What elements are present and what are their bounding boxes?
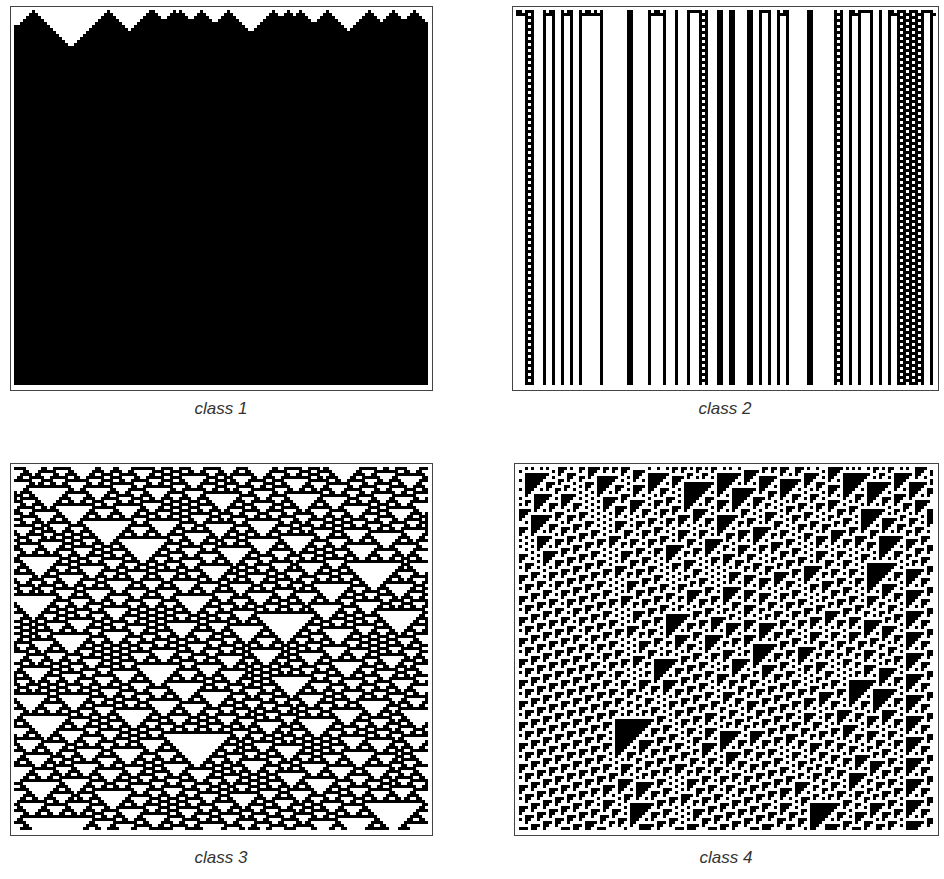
automaton-cells [14,467,428,830]
automaton-cells [516,10,936,385]
panel-frame [513,7,939,391]
panel-caption: class 4 [700,848,753,868]
panel-frame [11,7,433,391]
panel-frame [11,464,433,836]
panel-caption: class 1 [195,399,248,419]
automaton-cells [519,467,933,830]
panel-caption: class 2 [699,399,752,419]
panel-frame [515,464,939,836]
automaton-cells [14,10,428,385]
panel-caption: class 3 [195,848,248,868]
